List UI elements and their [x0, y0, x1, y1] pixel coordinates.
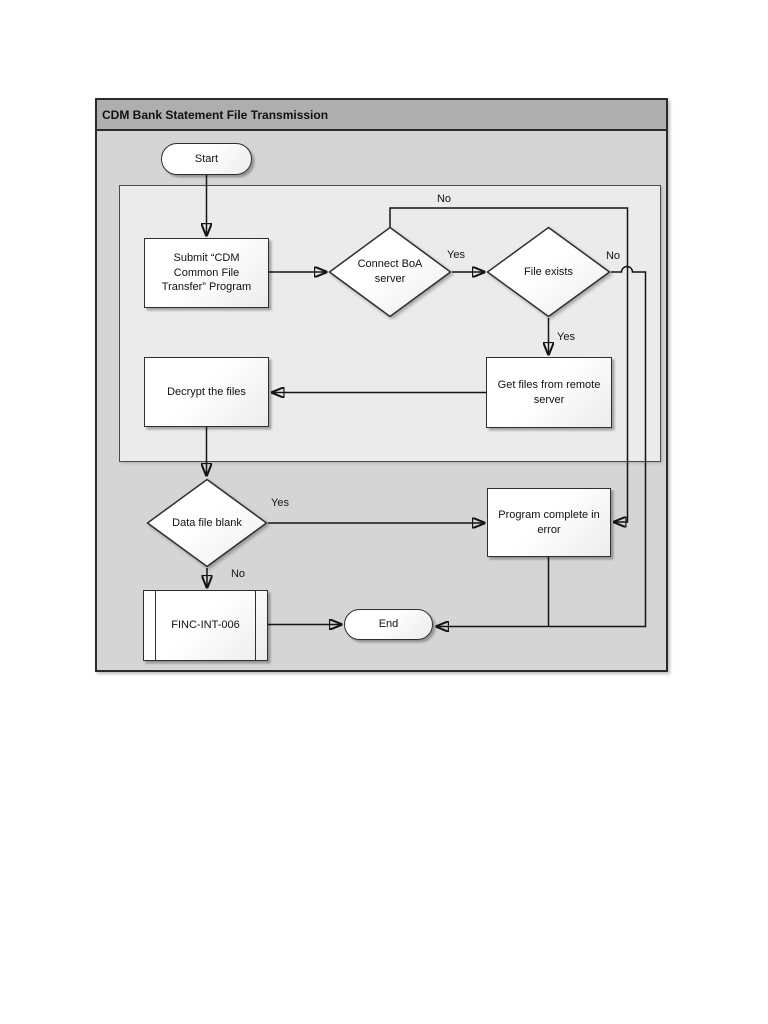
decision-diamond-shape	[146, 478, 268, 568]
predefined-process-bar-right	[255, 591, 256, 660]
edge-connect-no-to-programerror	[389, 207, 629, 522]
node-start-label: Start	[194, 152, 219, 165]
decision-diamond-shape	[328, 226, 452, 318]
node-decrypt-files-label: Decrypt the files	[167, 385, 246, 398]
flowchart-title-bar: CDM Bank Statement File Transmission	[97, 100, 666, 131]
edge-label-connect-no: No	[436, 193, 452, 205]
node-get-files-label: Get files from remote server	[497, 378, 601, 406]
node-connect-boa-server: Connect BoA server	[328, 226, 452, 318]
node-program-complete-error-label: Program complete in error	[498, 508, 600, 536]
node-get-files: Get files from remote server	[486, 357, 612, 428]
node-end-label: End	[378, 618, 399, 631]
edge-label-file-exists-no: No	[605, 250, 621, 262]
edge-label-connect-yes: Yes	[447, 249, 465, 261]
edge-label-data-blank-yes: Yes	[271, 497, 289, 509]
node-data-file-blank-label: Data file blank	[172, 516, 242, 529]
node-program-complete-error: Program complete in error	[487, 488, 611, 557]
edge-label-data-blank-no: No	[230, 568, 246, 580]
edge-fileexists-no-to-end	[436, 265, 647, 627]
node-submit-program: Submit “CDM Common File Transfer” Progra…	[144, 238, 269, 308]
node-data-file-blank: Data file blank	[146, 478, 268, 568]
node-file-exists: File exists	[486, 226, 611, 318]
node-file-exists-label: File exists	[524, 265, 573, 278]
decision-diamond-shape	[486, 226, 611, 318]
node-finc-int-006: FINC-INT-006	[143, 590, 268, 661]
node-decrypt-files: Decrypt the files	[144, 357, 269, 427]
edge-label-file-exists-yes: Yes	[557, 331, 575, 343]
predefined-process-bar-left	[155, 591, 156, 660]
node-submit-program-label: Submit “CDM Common File Transfer” Progra…	[161, 251, 252, 294]
node-end: End	[344, 609, 433, 640]
node-start: Start	[161, 143, 252, 175]
flowchart-title: CDM Bank Statement File Transmission	[102, 107, 329, 122]
node-connect-boa-server-label: Connect BoA server	[357, 258, 423, 285]
node-finc-int-006-label: FINC-INT-006	[171, 619, 240, 632]
